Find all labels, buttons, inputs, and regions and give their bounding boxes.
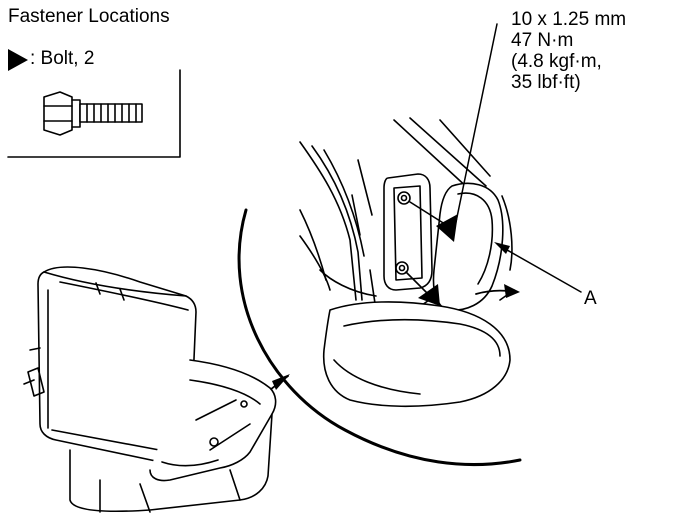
detail-view-circle [237, 208, 522, 467]
bolt-hole-upper [397, 191, 411, 205]
bolt-marker-icon-lower [418, 284, 440, 306]
torque-spec: 10 x 1.25 mm 47 N·m (4.8 kgf·m, 35 lbf·f… [511, 9, 626, 93]
bolt-icon [43, 91, 143, 136]
part-a-label: A [584, 288, 597, 309]
legend-bolt-label: : Bolt, 2 [30, 48, 95, 69]
spec-torque-nm: 47 N·m [511, 30, 574, 51]
legend-box-border [7, 69, 181, 158]
bolt-hole-lower [395, 261, 409, 275]
cover-removal-arrowhead-icon [504, 284, 520, 298]
seat-overview [23, 266, 277, 513]
triangle-marker-icon [8, 49, 28, 71]
spec-torque-kgfm: (4.8 kgf·m, [511, 51, 602, 72]
bolt-marker-icon-upper [436, 214, 458, 242]
hinge-detail [299, 117, 515, 408]
hinge-bracket [383, 173, 433, 291]
detail-leader-arrowhead-icon-2 [272, 374, 290, 390]
spec-leader-line [455, 23, 498, 223]
part-a-leader-line [499, 245, 582, 293]
recliner-cover [432, 182, 504, 312]
spec-size: 10 x 1.25 mm [511, 9, 627, 30]
legend-title: Fastener Locations [8, 6, 170, 27]
spec-torque-lbfft: 35 lbf·ft) [511, 72, 581, 93]
part-a-arrowhead-icon [494, 242, 510, 254]
